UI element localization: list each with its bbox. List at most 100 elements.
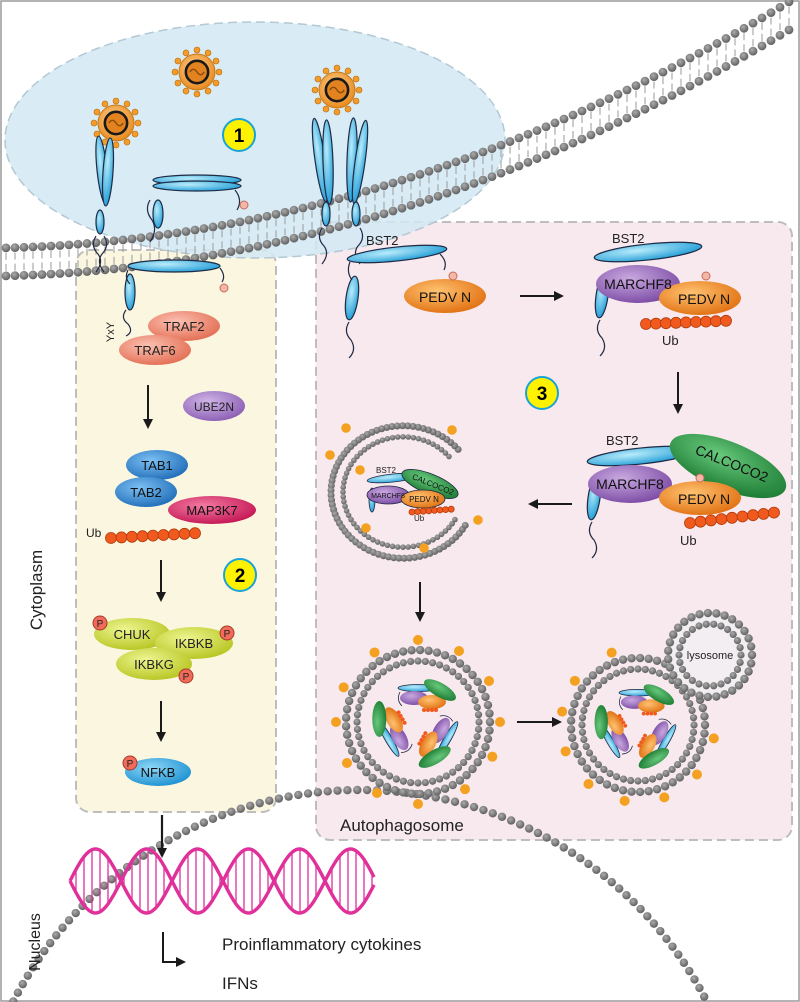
ube2n: UBE2N <box>183 391 245 421</box>
lc3-dot <box>369 647 380 658</box>
membrane-bead <box>392 661 400 669</box>
membrane-bead <box>28 242 38 252</box>
membrane-bead <box>390 649 400 658</box>
membrane-bead <box>379 768 387 776</box>
marchf8 <box>596 265 680 303</box>
membrane-bead <box>351 754 361 763</box>
membrane-bead <box>578 721 586 729</box>
membrane-bead <box>271 237 281 247</box>
membrane-bead <box>375 778 384 788</box>
ubiquitin-chain <box>105 527 201 544</box>
membrane-bead <box>235 217 245 227</box>
membrane-bead <box>606 672 614 681</box>
phagophore-cargo <box>366 469 459 513</box>
membrane-bead <box>460 800 469 809</box>
membrane-bead <box>695 983 704 993</box>
membrane-bead <box>473 677 482 686</box>
phospho-ikbkb: P <box>219 625 235 641</box>
membrane-bead <box>289 205 299 215</box>
membrane-bead <box>438 446 445 453</box>
membrane-bead <box>461 521 469 529</box>
ubiquitin-bead <box>720 314 732 327</box>
ubiquitin-chain <box>640 314 732 330</box>
membrane-bead <box>515 820 525 829</box>
membrane-bead <box>58 923 67 932</box>
membrane-bead <box>644 786 653 796</box>
membrane-bead <box>208 814 218 823</box>
lc3-dot <box>560 746 571 757</box>
cytoplasm-label: Cytoplasm <box>27 550 46 630</box>
membrane-bead <box>627 665 635 674</box>
ubiquitin-bead <box>660 317 672 330</box>
membrane-bead <box>673 760 682 769</box>
pedv-virion <box>311 64 363 116</box>
membrane-bead <box>595 665 604 675</box>
membrane-bead <box>514 161 524 171</box>
membrane-bead <box>729 671 737 680</box>
lc3-dot <box>338 682 349 693</box>
membrane-bead <box>541 150 551 160</box>
membrane-bead <box>580 706 588 715</box>
membrane-bead <box>747 650 757 660</box>
membrane-bead <box>364 683 372 691</box>
membrane-bead <box>757 13 767 23</box>
membrane-bead <box>173 831 182 840</box>
membrane-bead <box>334 222 344 232</box>
membrane-bead <box>400 434 406 440</box>
gpi-anchor <box>239 200 249 210</box>
membrane-bead <box>481 742 490 752</box>
membrane-bead <box>451 185 461 195</box>
tab2-label: TAB2 <box>130 485 162 500</box>
ubiquitin-bead <box>710 315 722 328</box>
membrane-bead <box>354 453 360 460</box>
membrane-bead <box>1 243 11 253</box>
membrane-bead <box>577 757 587 766</box>
step-3-badge: 3 <box>525 376 559 410</box>
ubiquitin-bead <box>690 316 702 328</box>
membrane-bead <box>473 758 482 767</box>
membrane-bead <box>729 630 737 639</box>
autophagy-panel <box>315 221 793 841</box>
membrane-bead <box>414 779 422 787</box>
membrane-bead <box>365 534 372 541</box>
membrane-bead <box>607 877 616 887</box>
membrane-bead <box>344 738 354 748</box>
membrane-bead <box>217 810 227 820</box>
membrane-bead <box>19 270 29 280</box>
membrane-bead <box>389 434 396 441</box>
membrane-bead <box>568 110 578 120</box>
membrane-bead <box>424 194 434 204</box>
membrane-bead <box>430 537 436 543</box>
membrane-bead <box>567 848 577 857</box>
membrane-bead <box>658 95 668 105</box>
membrane-bead <box>688 735 696 744</box>
membrane-bead <box>64 268 74 278</box>
membrane-bead <box>1 271 11 281</box>
membrane-bead <box>390 554 398 562</box>
lc3-dot <box>495 717 505 727</box>
membrane-bead <box>690 975 699 984</box>
ubiquitin-bead <box>442 506 450 514</box>
membrane-bead <box>636 904 645 914</box>
membrane-bead <box>631 109 641 119</box>
membrane-bead <box>400 554 408 562</box>
membrane-bead <box>619 667 628 675</box>
membrane-bead <box>686 699 694 708</box>
membrane-bead <box>365 443 372 450</box>
membrane-bead <box>199 252 209 261</box>
membrane-bead <box>274 794 284 803</box>
membrane-bead <box>523 129 533 139</box>
ubiquitin-bead <box>168 528 180 541</box>
membrane-bead <box>407 778 415 787</box>
membrane-bead <box>479 805 488 815</box>
membrane-bead <box>784 0 794 7</box>
membrane-bead <box>643 912 652 921</box>
ubiquitin-bead <box>425 507 433 515</box>
membrane-bead <box>434 534 441 541</box>
ubiquitin-bead <box>430 506 438 514</box>
autophagosome <box>331 635 505 809</box>
membrane-bead <box>748 46 758 56</box>
membrane-bead <box>695 745 705 755</box>
membrane-bead <box>595 126 605 136</box>
